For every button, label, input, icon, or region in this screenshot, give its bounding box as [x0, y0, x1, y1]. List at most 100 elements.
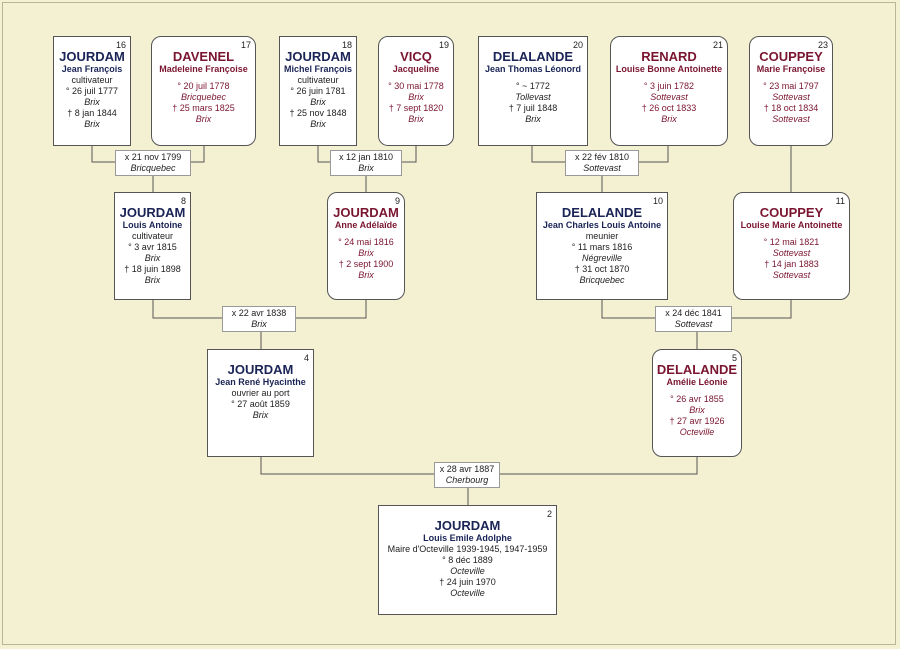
occupation: cultivateur [71, 75, 113, 85]
person-card-2[interactable]: 2 JOURDAM Louis Emile Adolphe Maire d'Oc… [378, 505, 557, 615]
marriage-20-21: x 22 fév 1810 Sottevast [565, 150, 639, 176]
birth-place: Tollevast [515, 92, 551, 102]
surname: COUPPEY [759, 49, 823, 64]
death-place: Brix [661, 114, 677, 124]
surname: JOURDAM [285, 49, 351, 64]
person-card-5[interactable]: 5 DELALANDE Amélie Léonie ° 26 avr 1855 … [652, 349, 742, 457]
person-card-8[interactable]: 8 JOURDAM Louis Antoine cultivateur ° 3 … [114, 192, 191, 300]
marriage-date: x 12 jan 1810 [338, 152, 394, 162]
birth-place: Sottevast [772, 248, 811, 258]
birth-place: Octeville [450, 566, 485, 576]
death-date: † 14 jan 1883 [764, 259, 819, 269]
death-place: Brix [408, 114, 424, 124]
marriage-place: Brix [251, 319, 267, 329]
surname: DAVENEL [172, 49, 235, 64]
birth-place: Brix [84, 97, 100, 107]
surname: JOURDAM [227, 362, 294, 377]
birth-place: Brix [144, 253, 161, 263]
birth-place: Sottevast [772, 92, 810, 102]
sosa-number: 20 [572, 40, 583, 50]
given-names: Anne Adélaïde [334, 220, 398, 230]
death-date: † 7 juil 1848 [508, 103, 558, 113]
birth-date: ° 8 déc 1889 [442, 555, 493, 565]
birth-place: Négreville [581, 253, 623, 263]
birth-place: Brix [689, 405, 705, 415]
marriage-8-9: x 22 avr 1838 Brix [222, 306, 296, 332]
marriage-date: x 21 nov 1799 [124, 152, 182, 162]
person-card-16[interactable]: 16 JOURDAM Jean François cultivateur ° 2… [53, 36, 131, 146]
person-card-17[interactable]: 17 DAVENEL Madeleine Françoise ° 20 juil… [151, 36, 256, 146]
person-card-21[interactable]: 21 RENARD Louise Bonne Antoinette ° 3 ju… [610, 36, 728, 146]
sosa-number: 11 [835, 196, 845, 206]
marriage-place: Sottevast [583, 163, 621, 173]
sosa-number: 18 [341, 40, 352, 50]
occupation: meunier [585, 231, 619, 241]
birth-date: ° 3 juin 1782 [643, 81, 695, 91]
death-date: † 27 avr 1926 [669, 416, 725, 426]
marriage-place: Bricquebec [130, 163, 176, 173]
death-date: † 25 nov 1848 [289, 108, 347, 118]
surname: DELALANDE [561, 205, 643, 220]
given-names: Jean François [61, 64, 123, 74]
death-place: Brix [310, 119, 326, 129]
death-place: Brix [144, 275, 161, 285]
sosa-number: 9 [394, 196, 400, 206]
sosa-number: 4 [303, 353, 309, 363]
death-date: † 7 sept 1820 [388, 103, 444, 113]
occupation: ouvrier au port [231, 388, 290, 398]
birth-place: Brix [252, 410, 269, 420]
birth-place: Brix [408, 92, 424, 102]
marriage-place: Brix [358, 163, 374, 173]
given-names: Jean Charles Louis Antoine [542, 220, 662, 230]
marriage-date: x 22 fév 1810 [574, 152, 630, 162]
given-names: Jacqueline [392, 64, 440, 74]
birth-date: ° 24 mai 1816 [338, 237, 394, 247]
occupation: cultivateur [297, 75, 339, 85]
sosa-number: 17 [240, 40, 251, 50]
surname: JOURDAM [59, 49, 125, 64]
given-names: Marie Françoise [756, 64, 826, 74]
person-card-9[interactable]: 9 JOURDAM Anne Adélaïde ° 24 mai 1816 Br… [327, 192, 405, 300]
given-names: Louise Bonne Antoinette [615, 64, 723, 74]
death-place: Sottevast [772, 270, 811, 280]
given-names: Madeleine Françoise [159, 64, 248, 74]
marriage-date: x 28 avr 1887 [439, 464, 495, 474]
given-names: Amélie Léonie [666, 377, 728, 387]
marriage-10-11: x 24 déc 1841 Sottevast [655, 306, 732, 332]
person-card-11[interactable]: 11 COUPPEY Louise Marie Antoinette ° 12 … [733, 192, 850, 300]
surname: COUPPEY [759, 205, 824, 220]
given-names: Jean René Hyacinthe [215, 377, 306, 387]
person-card-4[interactable]: 4 JOURDAM Jean René Hyacinthe ouvrier au… [207, 349, 314, 457]
surname: RENARD [641, 49, 697, 64]
death-place: Brix [525, 114, 541, 124]
occupation: Maire d'Octeville 1939-1945, 1947-1959 [387, 544, 548, 554]
birth-date: ° 11 mars 1816 [571, 242, 633, 252]
birth-date: ° ~ 1772 [516, 81, 550, 91]
person-card-19[interactable]: 19 VICQ Jacqueline ° 30 mai 1778 Brix † … [378, 36, 454, 146]
person-card-10[interactable]: 10 DELALANDE Jean Charles Louis Antoine … [536, 192, 668, 300]
death-date: † 2 sept 1900 [338, 259, 394, 269]
person-card-23[interactable]: 23 COUPPEY Marie Françoise ° 23 mai 1797… [749, 36, 833, 146]
sosa-number: 21 [712, 40, 723, 50]
sosa-number: 2 [546, 509, 552, 519]
death-place: Brix [195, 114, 212, 124]
surname: DELALANDE [492, 49, 574, 64]
death-place: Octeville [450, 588, 485, 598]
death-place: Octeville [679, 427, 715, 437]
occupation: cultivateur [131, 231, 174, 241]
death-date: † 18 oct 1834 [763, 103, 819, 113]
birth-date: ° 3 avr 1815 [128, 242, 177, 252]
birth-date: ° 26 juil 1777 [65, 86, 119, 96]
birth-date: ° 20 juil 1778 [177, 81, 230, 91]
death-date: † 31 oct 1870 [574, 264, 630, 274]
birth-place: Brix [310, 97, 326, 107]
person-card-20[interactable]: 20 DELALANDE Jean Thomas Léonord ° ~ 177… [478, 36, 588, 146]
sosa-number: 16 [115, 40, 126, 50]
person-card-18[interactable]: 18 JOURDAM Michel François cultivateur °… [279, 36, 357, 146]
birth-date: ° 26 avr 1855 [670, 394, 724, 404]
birth-date: ° 23 mai 1797 [763, 81, 819, 91]
sosa-number: 10 [652, 196, 663, 206]
death-place: Brix [84, 119, 100, 129]
birth-date: ° 27 août 1859 [231, 399, 290, 409]
birth-date: ° 30 mai 1778 [388, 81, 444, 91]
